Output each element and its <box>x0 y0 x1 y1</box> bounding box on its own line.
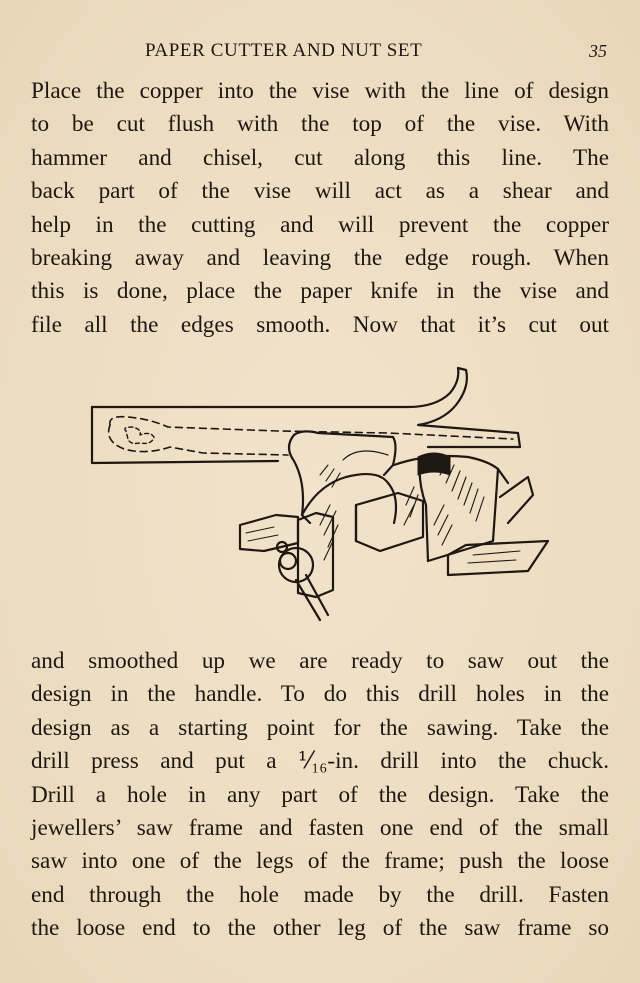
vise-illustration <box>88 365 556 625</box>
text-line: and smoothed up we are ready to saw out … <box>31 648 609 674</box>
running-header: PAPER CUTTER AND NUT SET 35 <box>0 40 640 64</box>
text-line: hammer and chisel, cut along this line. … <box>31 144 609 171</box>
text-line: drill press and put a ⅟₁₆-in. drill into… <box>31 748 609 775</box>
text-line: this is done, place the paper knife in t… <box>31 278 609 305</box>
text-line: design in the handle. To do this drill h… <box>31 681 609 708</box>
text-line: saw into one of the legs of the frame; p… <box>31 848 609 875</box>
page-number: 35 <box>589 41 607 61</box>
text-line: breaking away and leaving the edge rough… <box>31 244 609 271</box>
paragraph-after-figure: and smoothed up we are ready to saw out … <box>31 645 609 946</box>
text-line: end through the hole made by the drill. … <box>31 881 609 908</box>
text-line: back part of the vise will act as a shea… <box>31 178 609 205</box>
paragraph-before-figure: Place the copper into the vise with the … <box>31 75 609 342</box>
text-line: Drill a hole in any part of the design. … <box>31 781 609 808</box>
text-line: the loose end to the other leg of the sa… <box>31 915 609 942</box>
text-line: help in the cutting and will prevent the… <box>31 211 609 238</box>
text-line: file all the edges smooth. Now that it’s… <box>31 311 609 338</box>
text-line: Place the copper into the vise with the … <box>31 78 609 104</box>
text-line: jewellers’ saw frame and fasten one end … <box>31 814 609 841</box>
running-title: PAPER CUTTER AND NUT SET <box>145 40 423 61</box>
text-line: to be cut flush with the top of the vise… <box>31 111 609 138</box>
text-line: design as a starting point for the sawin… <box>31 714 609 741</box>
vise-with-paper-knife-icon <box>90 366 550 622</box>
